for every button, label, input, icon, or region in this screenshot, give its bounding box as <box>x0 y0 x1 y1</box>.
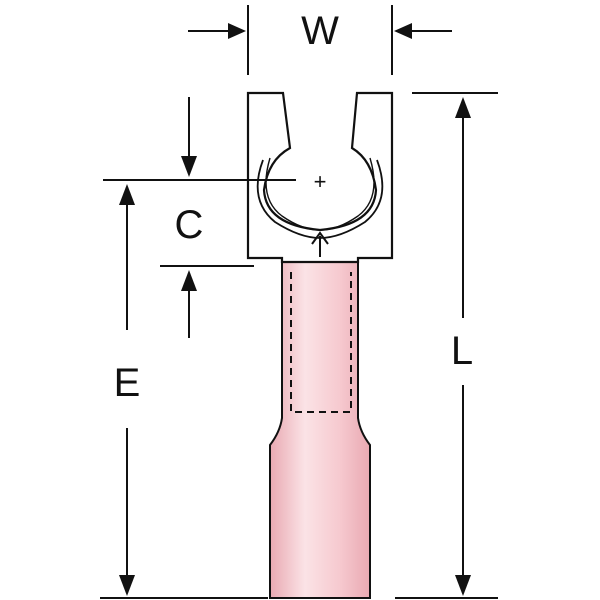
label-w: W <box>301 9 339 53</box>
fork-arrow-head <box>311 231 329 245</box>
label-c: C <box>175 203 204 247</box>
insulation-sleeve <box>269 261 371 599</box>
barrel-dashed-outline <box>290 272 352 413</box>
label-e: E <box>114 361 141 405</box>
center-mark: + <box>314 169 327 194</box>
w-arrow-left-head <box>228 23 246 39</box>
l-arrow-top-head <box>455 97 471 118</box>
e-arrow-bottom-head <box>119 575 135 596</box>
label-l: L <box>451 329 473 373</box>
e-arrow-top-head <box>119 184 135 205</box>
w-arrow-right-head <box>394 23 412 39</box>
c-arrow-top-head <box>181 156 197 177</box>
c-arrow-bottom-head <box>181 270 197 291</box>
fork-inner-arc-2 <box>265 157 375 231</box>
l-arrow-bottom-head <box>455 575 471 596</box>
